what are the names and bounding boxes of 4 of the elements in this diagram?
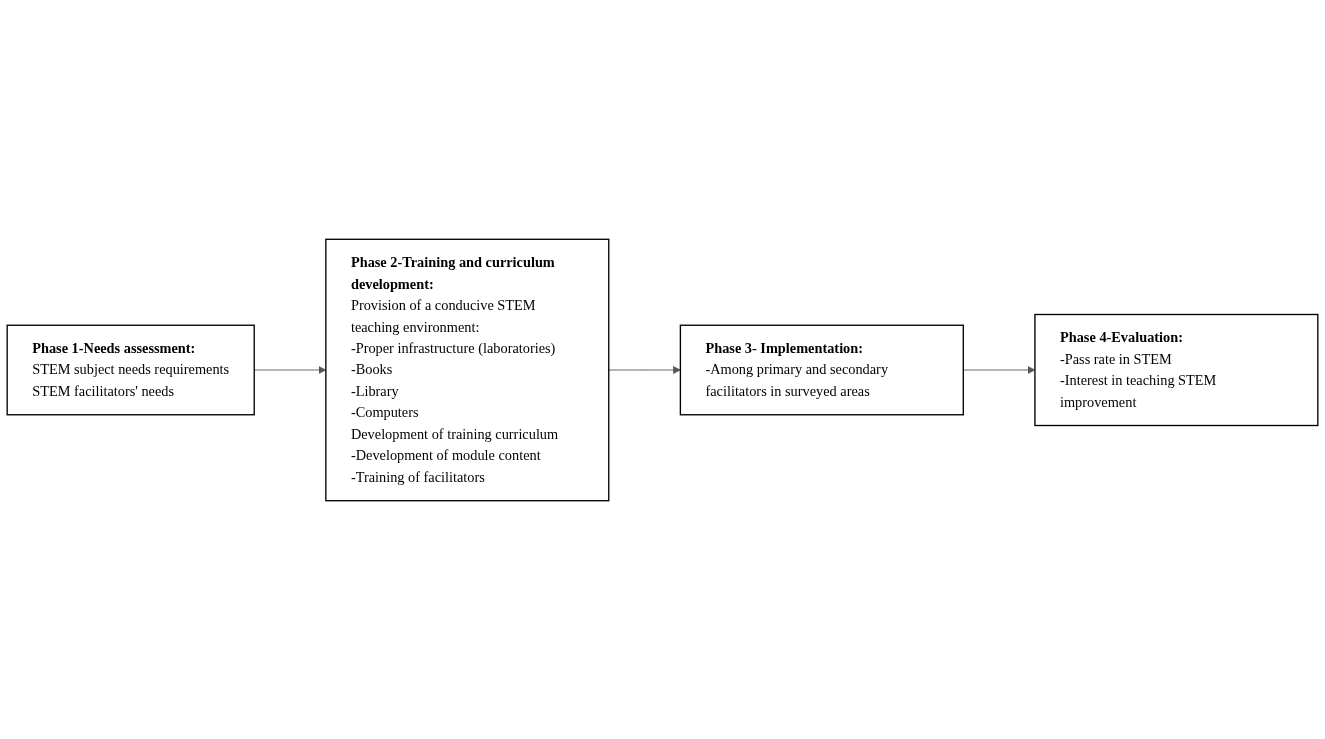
node-box: Phase 1-Needs assessment: STEM subject needs requirements STEM facilitators' needs xyxy=(6,324,255,415)
node-box: Phase 2-Training and curriculum development: Provision of a conducive STEM teaching environment: -Proper infrastructure (laboratories) -Books -Library -Computers Development of training curriculum -Development of module content -Training of facilitators xyxy=(325,238,610,501)
node-box: Phase 4-Evaluation: -Pass rate in STEM -Interest in teaching STEM improvement xyxy=(1034,313,1319,426)
node-box: Phase 3- Implementation: -Among primary and secondary facilitators in surveyed areas xyxy=(679,324,964,415)
